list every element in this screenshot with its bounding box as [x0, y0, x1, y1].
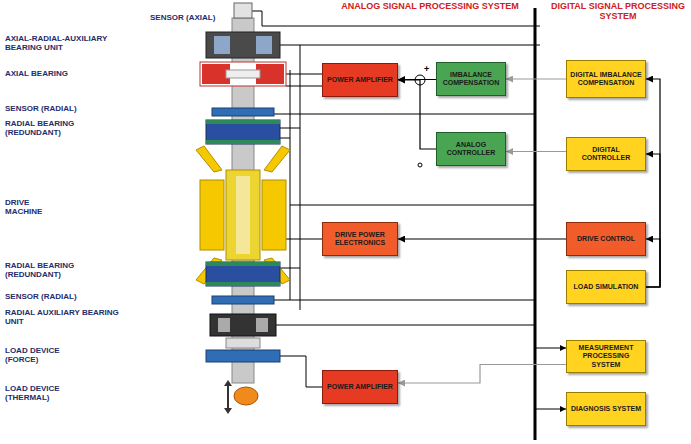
digital-controller-box: DIGITAL CONTROLLER [566, 137, 646, 171]
part-label: RADIAL BEARING (REDUNDANT) [5, 261, 95, 279]
part-label: SENSOR (RADIAL) [5, 104, 155, 113]
box-text: ANALOG CONTROLLER [437, 141, 505, 157]
signal-arrow [646, 79, 660, 287]
sensor-label: SENSOR (AXIAL) [150, 13, 232, 22]
diagnosis-box: DIAGNOSIS SYSTEM [566, 392, 646, 426]
part-label: RADIAL BEARING (REDUNDANT) [5, 119, 95, 137]
compensation-box: IMBALANCE COMPENSATION [436, 62, 506, 96]
measurement-box: MEASUREMENT PROCESSING SYSTEM [566, 340, 646, 373]
sign-label: + [424, 64, 436, 74]
auxiliary-bearing [206, 32, 280, 58]
box-text: DRIVE CONTROL [574, 235, 638, 243]
drive-machine [196, 146, 290, 284]
box-text: IMBALANCE COMPENSATION [437, 71, 505, 87]
drive-control-box: DRIVE CONTROL [566, 222, 646, 256]
radial-sensor [212, 108, 274, 116]
box-text: POWER AMPLIFIER [324, 383, 396, 391]
part-label: AXIAL BEARING [5, 69, 155, 78]
digital-compensation-box: DIGITAL IMBALANCE COMPENSATION [566, 60, 646, 98]
box-text: DRIVE POWER ELECTRONICS [323, 231, 397, 247]
part-label: LOAD DEVICE (THERMAL) [5, 384, 95, 402]
signal-arrow [506, 78, 566, 79]
box-text: POWER AMPLIFIER [324, 76, 396, 84]
radial-bearing [206, 120, 280, 144]
box-text: DIGITAL IMBALANCE COMPENSATION [567, 71, 645, 87]
box-text: MEASUREMENT PROCESSING SYSTEM [567, 344, 645, 368]
switch-contact [418, 163, 422, 167]
auxiliary-bearing [210, 314, 276, 336]
signal-arrow [398, 80, 436, 149]
column-heading: DIGITAL SIGNAL PROCESSING SYSTEM [548, 1, 688, 22]
power-amplifier: POWER AMPLIFIER [322, 63, 398, 97]
wires [252, 11, 566, 409]
box-text: DIGITAL CONTROLLER [567, 146, 645, 162]
load-device-thermal [224, 380, 258, 414]
load-device-force [206, 350, 280, 362]
signal-arrow [398, 238, 566, 239]
axial-sensor [234, 3, 252, 18]
signal-arrow [646, 239, 660, 287]
part-label: SENSOR (RADIAL) [5, 292, 155, 301]
signal-arrow [506, 151, 566, 152]
radial-bearing [206, 262, 280, 286]
box-text: LOAD SIMULATION [571, 283, 642, 291]
load-simulation-box: LOAD SIMULATION [566, 270, 646, 304]
radial-sensor [212, 296, 274, 304]
part-label: DRIVE MACHINE [5, 198, 55, 216]
power-amplifier: POWER AMPLIFIER [322, 370, 398, 404]
signal-arrow [398, 365, 566, 384]
controller-box: ANALOG CONTROLLER [436, 132, 506, 166]
part-label: AXIAL-RADIAL-AUXILIARY BEARING UNIT [5, 34, 125, 52]
box-text: DIAGNOSIS SYSTEM [568, 405, 644, 413]
column-heading: ANALOG SIGNAL PROCESSING SYSTEM [330, 1, 530, 11]
part-label: LOAD DEVICE (FORCE) [5, 346, 95, 364]
drive-electronics-box: DRIVE POWER ELECTRONICS [322, 222, 398, 256]
axial-bearing [200, 62, 286, 86]
signal-arrow [646, 154, 660, 287]
part-label: RADIAL AUXILIARY BEARING UNIT [5, 308, 130, 326]
signal-bus [534, 8, 537, 440]
